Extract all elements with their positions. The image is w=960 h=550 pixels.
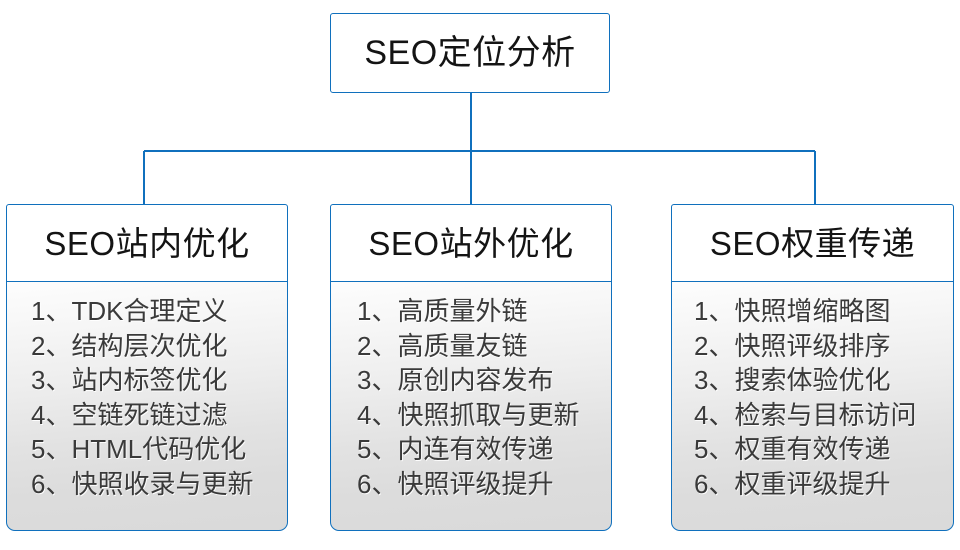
list-item: 6、快照收录与更新 — [31, 468, 254, 499]
branch-3-list: 1、快照增缩略图 2、快照评级排序 3、搜索体验优化 4、检索与目标访问 5、权… — [672, 294, 953, 501]
list-item: 1、高质量外链 — [357, 296, 528, 327]
branch-1-body: 1、TDK合理定义 2、结构层次优化 3、站内标签优化 4、空链死链过滤 5、H… — [6, 281, 288, 532]
list-item: 1、TDK合理定义 — [31, 296, 228, 327]
list-item: 3、原创内容发布 — [357, 365, 554, 396]
list-item: 2、结构层次优化 — [31, 330, 228, 361]
list-item: 6、权重评级提升 — [694, 468, 891, 499]
branch-3-header-label: SEO权重传递 — [709, 225, 916, 262]
list-item: 2、高质量友链 — [357, 330, 528, 361]
list-item: 4、空链死链过滤 — [31, 399, 228, 430]
branch-2-body: 1、高质量外链 2、高质量友链 3、原创内容发布 4、快照抓取与更新 5、内连有… — [330, 281, 612, 532]
root-node[interactable]: SEO定位分析 — [330, 13, 610, 93]
branch-3-body: 1、快照增缩略图 2、快照评级排序 3、搜索体验优化 4、检索与目标访问 5、权… — [671, 281, 954, 532]
list-item: 2、快照评级排序 — [694, 330, 891, 361]
branch-1-header-label: SEO站内优化 — [44, 225, 250, 262]
branch-2-list: 1、高质量外链 2、高质量友链 3、原创内容发布 4、快照抓取与更新 5、内连有… — [331, 294, 611, 501]
list-item: 4、快照抓取与更新 — [357, 399, 580, 430]
branch-1-list: 1、TDK合理定义 2、结构层次优化 3、站内标签优化 4、空链死链过滤 5、H… — [7, 294, 287, 501]
list-item: 6、快照评级提升 — [357, 468, 554, 499]
list-item: 5、HTML代码优化 — [31, 434, 247, 465]
branch-2-header[interactable]: SEO站外优化 — [330, 204, 612, 283]
root-node-label: SEO定位分析 — [364, 34, 576, 72]
list-item: 3、搜索体验优化 — [694, 365, 891, 396]
list-item: 3、站内标签优化 — [31, 365, 228, 396]
branch-3-header[interactable]: SEO权重传递 — [671, 204, 954, 283]
branch-1-header[interactable]: SEO站内优化 — [6, 204, 288, 283]
list-item: 4、检索与目标访问 — [694, 399, 917, 430]
list-item: 5、内连有效传递 — [357, 434, 554, 465]
list-item: 1、快照增缩略图 — [694, 296, 891, 327]
branch-column-3[interactable]: SEO权重传递 1、快照增缩略图 2、快照评级排序 3、搜索体验优化 4、检索与… — [671, 204, 954, 532]
branch-column-2[interactable]: SEO站外优化 1、高质量外链 2、高质量友链 3、原创内容发布 4、快照抓取与… — [330, 204, 612, 532]
branch-2-header-label: SEO站外优化 — [368, 225, 574, 262]
branch-column-1[interactable]: SEO站内优化 1、TDK合理定义 2、结构层次优化 3、站内标签优化 4、空链… — [6, 204, 288, 532]
list-item: 5、权重有效传递 — [694, 434, 891, 465]
